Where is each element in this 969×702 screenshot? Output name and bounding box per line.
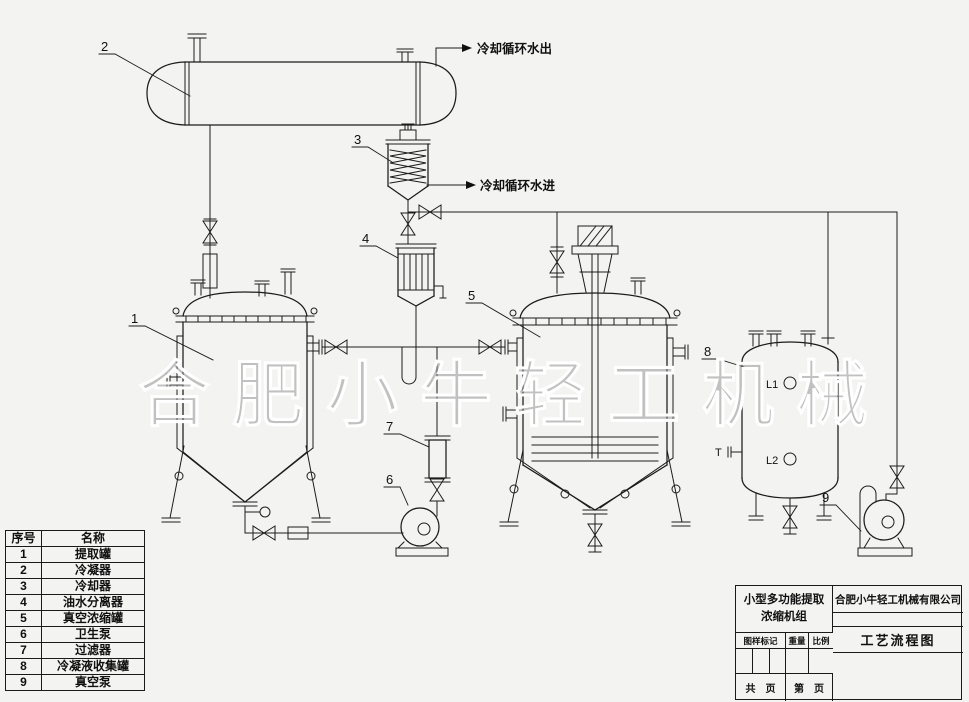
vacuum-concentration-tank (499, 225, 691, 527)
field-scale-label: 比例 (809, 633, 833, 649)
callout-2: 2 (101, 39, 108, 54)
field-mark-value (736, 649, 786, 673)
callout-6: 6 (386, 472, 393, 487)
level-gauge-lower-label: L2 (766, 455, 778, 467)
part-name-cell: 冷凝器 (41, 562, 145, 579)
callout-9: 9 (822, 490, 829, 505)
callout-8: 8 (704, 344, 711, 359)
agitator-shaft (591, 253, 599, 459)
part-name-cell: 真空浓缩罐 (41, 610, 145, 627)
condensate-collection-tank (727, 330, 839, 521)
callout-5: 5 (468, 288, 475, 303)
pages-current: 第 页 (786, 673, 833, 701)
part-name-cell: 冷凝液收集罐 (41, 658, 145, 675)
part-number-cell: 3 (5, 578, 42, 595)
heating-tubes (531, 436, 659, 462)
part-number-cell: 5 (5, 610, 42, 627)
product-name: 小型多功能提取浓缩机组 (736, 586, 833, 633)
sight-glass (287, 526, 309, 540)
parts-header-name: 名称 (41, 530, 145, 547)
condenser (146, 33, 457, 126)
parts-header-row: 序号 名称 (5, 530, 145, 547)
field-mark-label: 图样标记 (736, 633, 786, 649)
vacuum-pump (857, 485, 913, 557)
callout-1: 1 (131, 311, 138, 326)
part-name-cell: 过滤器 (41, 642, 145, 659)
part-name-cell: 真空泵 (41, 674, 145, 691)
filter (424, 435, 451, 483)
handwheel (259, 506, 271, 518)
temp-point-label: T (715, 447, 722, 459)
field-weight-label: 重量 (786, 633, 809, 649)
labels: 冷却循环水出 冷却循环水进 L1 L2 T 1 2 3 4 5 6 7 8 9 (101, 39, 829, 505)
part-name-cell: 油水分离器 (41, 594, 145, 611)
company-name: 合肥小牛轻工机械有限公司 (833, 586, 963, 613)
flow-arrow-out (462, 44, 472, 52)
part-number-cell: 2 (5, 562, 42, 579)
piping (202, 47, 898, 553)
part-number-cell: 8 (5, 658, 42, 675)
callout-7: 7 (386, 419, 393, 434)
title-block: 小型多功能提取浓缩机组 合肥小牛轻工机械有限公司 工艺流程图 图样标记 重量 比… (735, 585, 963, 701)
flow-indicator (202, 253, 218, 289)
part-name-cell: 提取罐 (41, 546, 145, 563)
watermark: 合肥小牛轻工机械 (138, 356, 890, 436)
u-trap (401, 305, 417, 385)
part-name-cell: 冷却器 (41, 578, 145, 595)
cooling-water-in-label: 冷却循环水进 (480, 178, 556, 193)
part-number-cell: 9 (5, 674, 42, 691)
drawing-title: 工艺流程图 (833, 626, 963, 653)
level-gauge-upper (783, 376, 797, 390)
sanitary-pump (395, 507, 449, 557)
part-number-cell: 4 (5, 594, 42, 611)
cooler (385, 123, 431, 201)
callout-4: 4 (362, 231, 369, 246)
field-weight-value (786, 649, 809, 673)
gooseneck (859, 485, 877, 549)
agitator-motor (577, 225, 613, 247)
pages-total: 共 页 (736, 673, 786, 701)
callout-leaders (98, 53, 862, 532)
part-number-cell: 1 (5, 546, 42, 563)
cooling-water-out-label: 冷却循环水出 (477, 41, 552, 56)
level-gauge-lower (783, 452, 797, 466)
parts-header-no: 序号 (5, 530, 42, 547)
part-name-cell: 卫生泵 (41, 626, 145, 643)
flow-arrow-in (466, 181, 476, 189)
part-number-cell: 6 (5, 626, 42, 643)
part-number-cell: 7 (5, 642, 42, 659)
oil-water-separator (395, 243, 447, 307)
level-gauge-upper-label: L1 (766, 379, 778, 391)
callout-3: 3 (354, 132, 361, 147)
extraction-tank (161, 268, 331, 523)
